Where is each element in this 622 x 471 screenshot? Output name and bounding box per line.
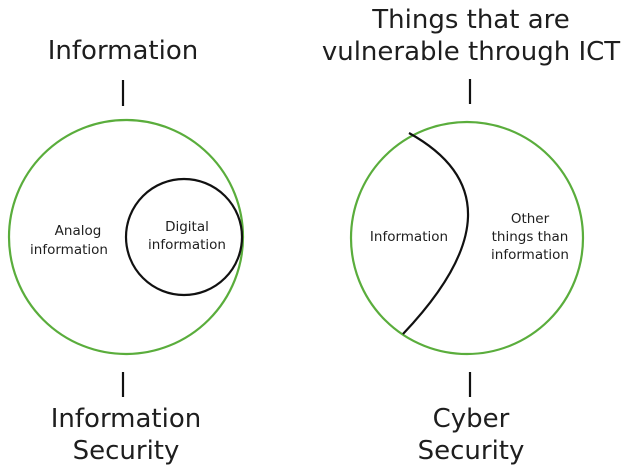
left-bottom-title-line2: Security bbox=[73, 436, 180, 466]
right-bottom-title-line1: Cyber bbox=[433, 404, 510, 434]
information-boundary-arc bbox=[402, 132, 470, 335]
analog-information-label-line2: information bbox=[30, 242, 108, 258]
digital-information-label-line1: Digital bbox=[165, 219, 209, 235]
digital-information-circle bbox=[124, 177, 244, 297]
other-things-label-line2: things than bbox=[492, 229, 569, 245]
other-things-label-line1: Other bbox=[511, 211, 550, 227]
analog-information-label-line1: Analog bbox=[55, 223, 102, 239]
information-region-label: Information bbox=[370, 229, 448, 245]
other-things-label-line3: information bbox=[491, 247, 569, 263]
left-top-title: Information bbox=[48, 36, 199, 66]
right-top-title-line1: Things that are bbox=[371, 5, 570, 35]
cyber-security-circle bbox=[349, 120, 585, 356]
digital-information-label-line2: information bbox=[148, 237, 226, 253]
right-bottom-title-line2: Security bbox=[418, 436, 525, 466]
right-top-title-line2: vulnerable through ICT bbox=[322, 37, 620, 67]
left-bottom-title-line1: Information bbox=[51, 404, 202, 434]
